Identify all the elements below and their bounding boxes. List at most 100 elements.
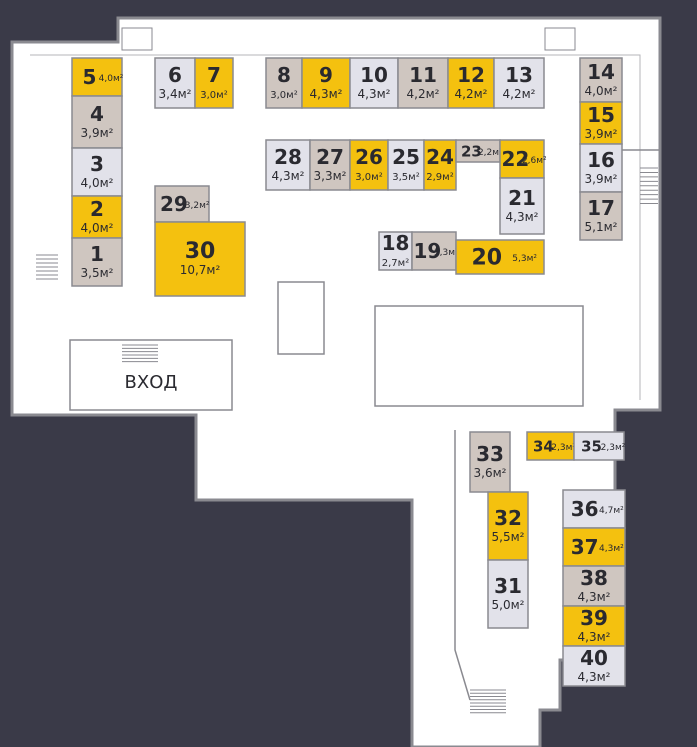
unit-25-box[interactable] <box>387 139 425 191</box>
unit-28-box[interactable] <box>265 139 311 191</box>
unit-39-area: 4,3м² <box>578 630 611 644</box>
unit-7-area: 3,0м² <box>200 90 227 101</box>
unit-22[interactable]: 222,6м² <box>499 139 547 179</box>
unit-27[interactable]: 273,3м² <box>309 139 351 191</box>
unit-29-area: 3,2м² <box>185 201 210 211</box>
unit-32-box[interactable] <box>487 491 529 561</box>
unit-40-box[interactable] <box>562 645 626 687</box>
unit-38-box[interactable] <box>562 565 626 607</box>
unit-33-area: 3,6м² <box>474 466 507 480</box>
unit-24-box[interactable] <box>423 139 457 191</box>
unit-9[interactable]: 94,3м² <box>301 57 351 109</box>
stair-tower-left <box>121 27 153 51</box>
unit-15-box[interactable] <box>579 101 623 145</box>
unit-10-area: 4,3м² <box>358 87 391 101</box>
unit-33-box[interactable] <box>469 431 511 493</box>
unit-16-box[interactable] <box>579 143 623 193</box>
unit-36-box[interactable] <box>562 489 626 529</box>
unit-2[interactable]: 24,0м² <box>71 195 123 239</box>
unit-2-area: 4,0м² <box>81 221 114 235</box>
unit-31-box[interactable] <box>487 559 529 629</box>
unit-4[interactable]: 43,9м² <box>71 95 123 149</box>
unit-26-area: 3,0м² <box>355 172 382 183</box>
unit-30-box[interactable] <box>154 221 246 297</box>
unit-21-box[interactable] <box>499 177 545 235</box>
unit-19-area: 3,3м² <box>434 248 459 258</box>
unit-14-area: 4,0м² <box>585 84 618 98</box>
unit-24[interactable]: 242,9м² <box>423 139 457 191</box>
unit-7[interactable]: 73,0м² <box>194 57 234 109</box>
unit-35[interactable]: 352,3м² <box>573 431 626 461</box>
unit-39-box[interactable] <box>562 605 626 647</box>
unit-3-number: 3 <box>90 152 104 176</box>
unit-30-number: 30 <box>185 239 216 264</box>
unit-6-box[interactable] <box>154 57 196 109</box>
unit-34-number: 34 <box>533 437 554 455</box>
unit-2-box[interactable] <box>71 195 123 239</box>
unit-4-box[interactable] <box>71 95 123 149</box>
unit-31-number: 31 <box>494 574 522 598</box>
stair-tower-right <box>544 27 576 51</box>
unit-16[interactable]: 163,9м² <box>579 143 623 193</box>
unit-3[interactable]: 34,0м² <box>71 147 123 197</box>
unit-35-area: 2,3м² <box>601 443 626 453</box>
unit-35-box[interactable] <box>573 431 625 461</box>
unit-9-box[interactable] <box>301 57 351 109</box>
unit-18[interactable]: 182,7м² <box>378 231 413 271</box>
unit-25[interactable]: 253,5м² <box>387 139 425 191</box>
stairs-bottom <box>470 689 506 714</box>
unit-6[interactable]: 63,4м² <box>154 57 196 109</box>
unit-15-area: 3,9м² <box>585 127 618 141</box>
unit-6-area: 3,4м² <box>159 87 192 101</box>
unit-34-box[interactable] <box>526 431 575 461</box>
unit-14[interactable]: 144,0м² <box>579 57 623 103</box>
unit-12[interactable]: 124,2м² <box>447 57 495 109</box>
unit-15[interactable]: 153,9м² <box>579 101 623 145</box>
unit-8[interactable]: 83,0м² <box>265 57 303 109</box>
unit-17-area: 5,1м² <box>585 220 618 234</box>
unit-26[interactable]: 263,0м² <box>349 139 389 191</box>
central-core <box>277 281 325 355</box>
unit-10[interactable]: 104,3м² <box>349 57 399 109</box>
unit-7-box[interactable] <box>194 57 234 109</box>
unit-32-number: 32 <box>494 506 522 530</box>
unit-1[interactable]: 13,5м² <box>71 237 123 287</box>
unit-29-box[interactable] <box>154 185 210 223</box>
unit-17-box[interactable] <box>579 191 623 241</box>
right-stair-wall <box>620 149 661 300</box>
right-hall <box>374 305 584 407</box>
unit-9-area: 4,3м² <box>310 87 343 101</box>
unit-11[interactable]: 114,2м² <box>397 57 449 109</box>
unit-13-box[interactable] <box>493 57 545 109</box>
unit-13[interactable]: 134,2м² <box>493 57 545 109</box>
unit-23[interactable]: 232,2м² <box>455 139 503 163</box>
unit-33[interactable]: 333,6м² <box>469 431 511 493</box>
inner-wall-outline <box>30 54 641 400</box>
unit-30-area: 10,7м² <box>180 263 221 277</box>
unit-18-number: 18 <box>382 231 410 255</box>
unit-3-box[interactable] <box>71 147 123 197</box>
unit-28[interactable]: 284,3м² <box>265 139 311 191</box>
unit-1-box[interactable] <box>71 237 123 287</box>
unit-29[interactable]: 293,2м² <box>154 185 210 223</box>
unit-12-box[interactable] <box>447 57 495 109</box>
unit-39[interactable]: 394,3м² <box>562 605 626 647</box>
unit-21[interactable]: 214,3м² <box>499 177 545 235</box>
unit-11-area: 4,2м² <box>407 87 440 101</box>
unit-17[interactable]: 175,1м² <box>579 191 623 241</box>
unit-34[interactable]: 342,3м² <box>526 431 576 461</box>
unit-38[interactable]: 384,3м² <box>562 565 626 607</box>
unit-17-number: 17 <box>587 196 615 220</box>
unit-27-number: 27 <box>316 145 344 169</box>
unit-20-box[interactable] <box>455 239 545 275</box>
unit-19[interactable]: 193,3м² <box>411 231 459 271</box>
unit-32[interactable]: 325,5м² <box>487 491 529 561</box>
unit-31[interactable]: 315,0м² <box>487 559 529 629</box>
unit-40[interactable]: 404,3м² <box>562 645 626 687</box>
unit-21-area: 4,3м² <box>506 210 539 224</box>
